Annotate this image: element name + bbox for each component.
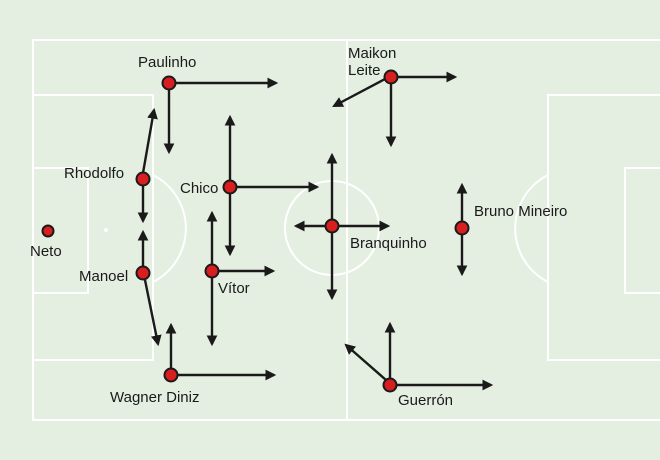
pitch-markings: [32, 39, 660, 421]
player-branquinho-marker: [324, 218, 340, 234]
player-wagner-diniz-marker: [163, 367, 179, 383]
label-neto: Neto: [30, 243, 62, 260]
label-guerron: Guerrón: [398, 392, 453, 409]
player-neto-marker: [41, 224, 55, 238]
label-paulinho: Paulinho: [138, 54, 196, 71]
label-chico: Chico: [180, 180, 218, 197]
player-labels: Neto Paulinho Rhodolfo Manoel Wagner Din…: [30, 45, 567, 409]
label-wagner-diniz: Wagner Diniz: [110, 389, 199, 406]
player-markers: [41, 69, 470, 393]
player-rhodolfo-marker: [135, 171, 151, 187]
label-rhodolfo: Rhodolfo: [64, 165, 124, 182]
label-leite: Leite: [348, 62, 381, 79]
label-manoel: Manoel: [79, 268, 128, 285]
label-branquinho: Branquinho: [350, 235, 427, 252]
right-penalty-area: [547, 94, 660, 361]
player-guerron-marker: [382, 377, 398, 393]
player-maikon-leite-marker: [383, 69, 399, 85]
label-bruno-mineiro: Bruno Mineiro: [474, 203, 567, 220]
arrow-manoel-down: [143, 279, 162, 347]
player-chico-marker: [222, 179, 238, 195]
arrow-rhodolfo-up: [141, 107, 158, 174]
player-paulinho-marker: [161, 75, 177, 91]
right-penalty-arc: [514, 174, 549, 283]
movement-arrows: [137, 71, 494, 391]
label-maikon: Maikon: [348, 45, 396, 62]
player-manoel-marker: [135, 265, 151, 281]
left-penalty-arc: [152, 174, 187, 283]
player-vitor-marker: [204, 263, 220, 279]
right-goal-area: [624, 167, 660, 294]
left-goal-area: [32, 167, 89, 294]
arrow-maikon-diagonal: [332, 77, 386, 108]
player-bruno-mineiro-marker: [454, 220, 470, 236]
arrow-guerron-diagonal: [344, 343, 387, 381]
label-vitor: Vítor: [218, 280, 250, 297]
